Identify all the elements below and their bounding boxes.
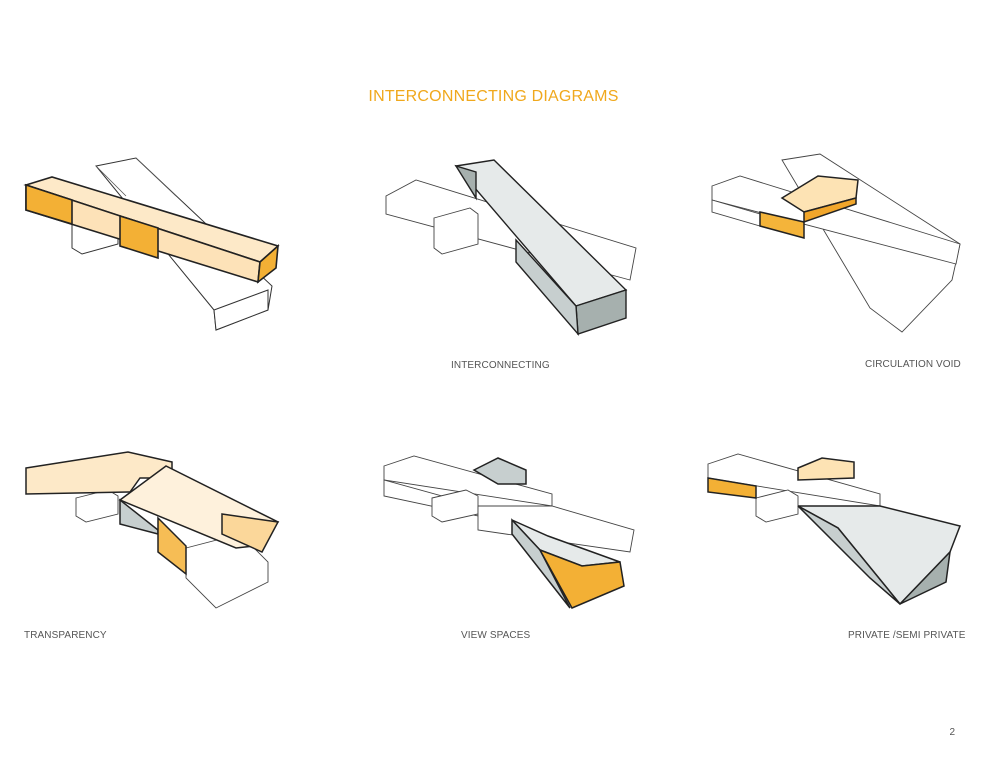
- diagram-caption: VIEW SPACES: [461, 630, 531, 641]
- massing-diagram-circulation-void: [711, 153, 961, 333]
- massing-diagram-view-spaces: [383, 455, 635, 609]
- massing-diagram-interconnecting: [385, 159, 637, 337]
- diagram-caption: PRIVATE /SEMI PRIVATE: [848, 630, 966, 641]
- diagram-caption: CIRCULATION VOID: [865, 359, 961, 370]
- page-title: INTERCONNECTING DIAGRAMS: [368, 88, 619, 105]
- diagram-caption: TRANSPARENCY: [24, 630, 107, 641]
- massing-diagram-base: [23, 157, 280, 331]
- diagram-caption: INTERCONNECTING: [451, 360, 550, 371]
- massing-diagram-transparency: [25, 451, 280, 609]
- massing-diagram-private-semi-private: [707, 453, 962, 606]
- page-number: 2: [949, 727, 955, 738]
